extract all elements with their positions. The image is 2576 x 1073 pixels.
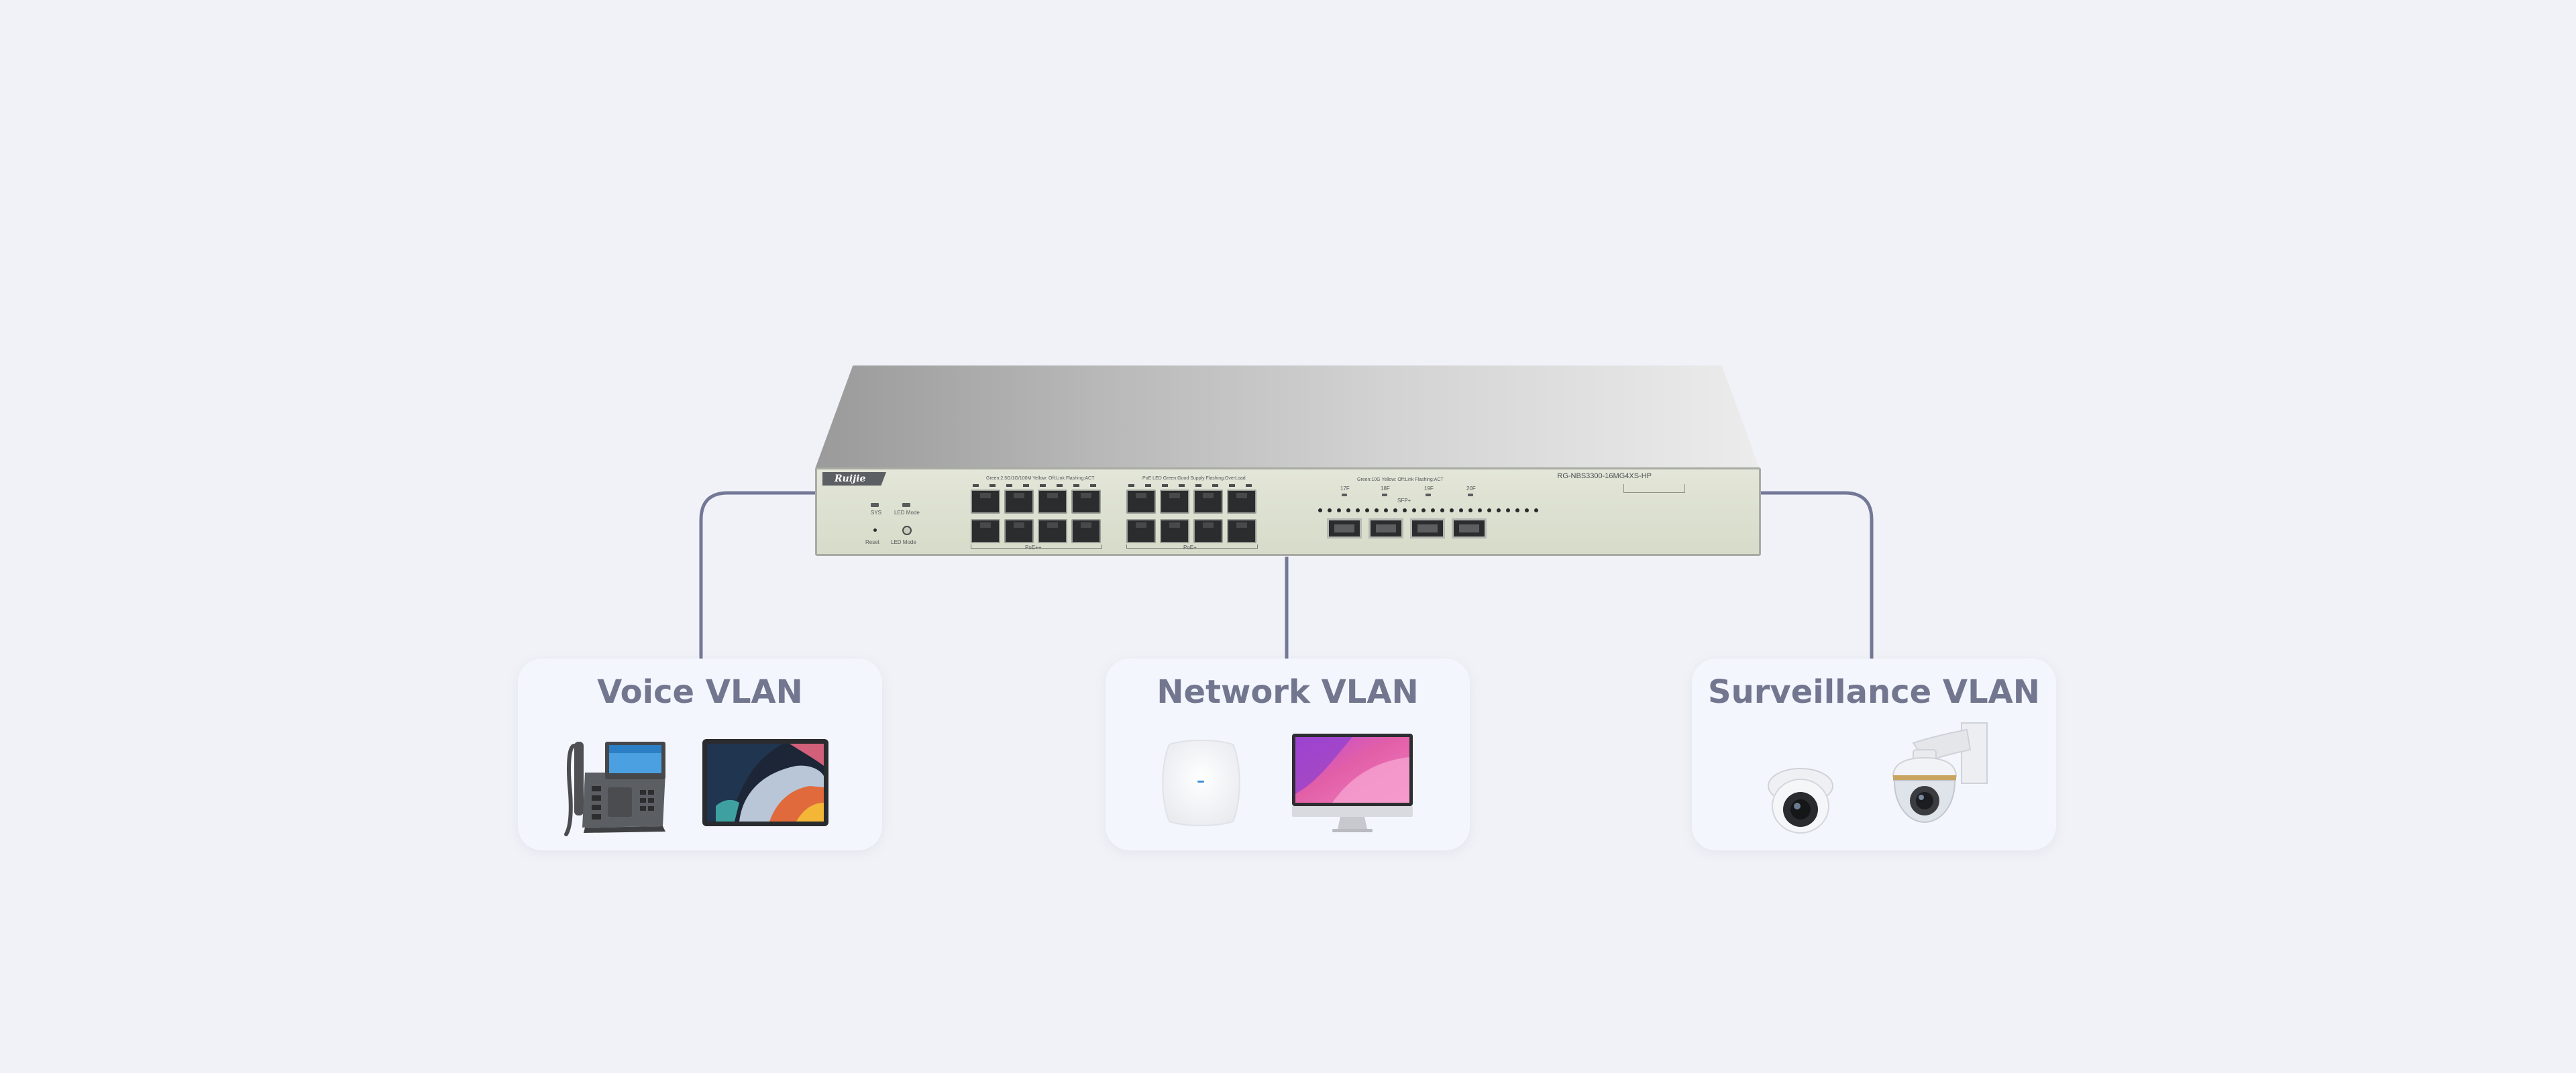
sfp-led bbox=[1382, 494, 1387, 496]
sfp-label-3: 19F bbox=[1424, 486, 1434, 492]
rj45-port[interactable] bbox=[971, 519, 1000, 543]
port-group-2-label: PoE+ bbox=[1183, 545, 1197, 551]
sfp-label-2: 18F bbox=[1381, 486, 1390, 492]
surveillance-vlan-title: Surveillance VLAN bbox=[1708, 673, 2040, 711]
network-vlan-card: Network VLAN bbox=[1106, 659, 1470, 850]
network-switch: Ruijie RG-NBS3300-16MG4XS-HP SYS LED Mod… bbox=[815, 365, 1761, 557]
sys-led bbox=[871, 503, 879, 507]
network-vlan-title: Network VLAN bbox=[1157, 673, 1419, 711]
rj45-port-group-2 bbox=[1126, 490, 1256, 543]
port-group-1-bracket bbox=[971, 545, 1102, 549]
rj45-port[interactable] bbox=[1126, 490, 1156, 514]
port-leds-group1 bbox=[973, 484, 1107, 487]
sfp-port[interactable] bbox=[1327, 518, 1362, 539]
brand-logo: Ruijie bbox=[822, 472, 886, 486]
sfp-led bbox=[1426, 494, 1431, 496]
sys-led-label: SYS bbox=[871, 510, 882, 516]
link-surveillance-vlan bbox=[1758, 491, 1874, 659]
rj45-port-group-1 bbox=[971, 490, 1101, 543]
rj45-port[interactable] bbox=[1038, 490, 1067, 514]
rj45-port[interactable] bbox=[1038, 519, 1067, 543]
reset-label: Reset bbox=[865, 539, 879, 545]
port-legend-right: Green:10G Yellow: Off:Link Flashing:ACT bbox=[1357, 477, 1444, 482]
sfp-led bbox=[1342, 494, 1347, 496]
port-legend-mid: PoE LED Green:Good Supply Flashing:OverL… bbox=[1142, 476, 1246, 481]
port-group-1-label: PoE++ bbox=[1025, 545, 1042, 551]
switch-top-cover bbox=[815, 365, 1760, 469]
rj45-port[interactable] bbox=[1004, 519, 1034, 543]
rj45-port[interactable] bbox=[1071, 490, 1101, 514]
led-mode-button-label: LED Mode bbox=[891, 539, 916, 545]
led-mode-led bbox=[902, 503, 910, 507]
switch-front-panel: Ruijie RG-NBS3300-16MG4XS-HP SYS LED Mod… bbox=[815, 467, 1761, 556]
rj45-port[interactable] bbox=[1004, 490, 1034, 514]
port-group-2-bracket bbox=[1126, 545, 1258, 549]
rj45-port[interactable] bbox=[1071, 519, 1101, 543]
desk-phone-icon bbox=[564, 742, 665, 836]
sfp-status-dots bbox=[1318, 508, 1538, 512]
rj45-port[interactable] bbox=[1227, 490, 1256, 514]
rj45-port[interactable] bbox=[1126, 519, 1156, 543]
rj45-port[interactable] bbox=[1160, 490, 1189, 514]
rj45-port[interactable] bbox=[1193, 490, 1223, 514]
reset-pinhole bbox=[873, 528, 877, 532]
led-mode-label: LED Mode bbox=[894, 510, 920, 516]
rj45-port[interactable] bbox=[1193, 519, 1223, 543]
sfp-port[interactable] bbox=[1368, 518, 1403, 539]
model-mark bbox=[1623, 484, 1685, 493]
sfp-label-4: 20F bbox=[1466, 486, 1476, 492]
port-legend-left: Green:2.5G/1G/100M Yellow: Off:Link Flas… bbox=[986, 476, 1095, 481]
tablet-icon bbox=[702, 739, 828, 826]
model-label: RG-NBS3300-16MG4XS-HP bbox=[1557, 472, 1652, 480]
led-mode-button[interactable] bbox=[902, 526, 912, 535]
surveillance-vlan-card: Surveillance VLAN bbox=[1692, 659, 2056, 850]
sfp-label-1: 17F bbox=[1340, 486, 1350, 492]
sfp-port[interactable] bbox=[1410, 518, 1445, 539]
sfp-caption: SFP+ bbox=[1397, 498, 1411, 504]
ptz-camera-icon bbox=[1892, 722, 1988, 824]
port-leds-group2 bbox=[1128, 484, 1263, 487]
rj45-port[interactable] bbox=[1227, 519, 1256, 543]
link-voice-vlan bbox=[699, 491, 820, 659]
sfp-led bbox=[1468, 494, 1473, 496]
sfp-port[interactable] bbox=[1452, 518, 1487, 539]
dome-camera-icon bbox=[1768, 768, 1833, 834]
voice-vlan-card: Voice VLAN bbox=[518, 659, 882, 850]
monitor-icon bbox=[1292, 734, 1413, 832]
access-point-icon bbox=[1162, 740, 1240, 826]
rj45-port[interactable] bbox=[1160, 519, 1189, 543]
rj45-port[interactable] bbox=[971, 490, 1000, 514]
voice-vlan-title: Voice VLAN bbox=[597, 673, 803, 711]
